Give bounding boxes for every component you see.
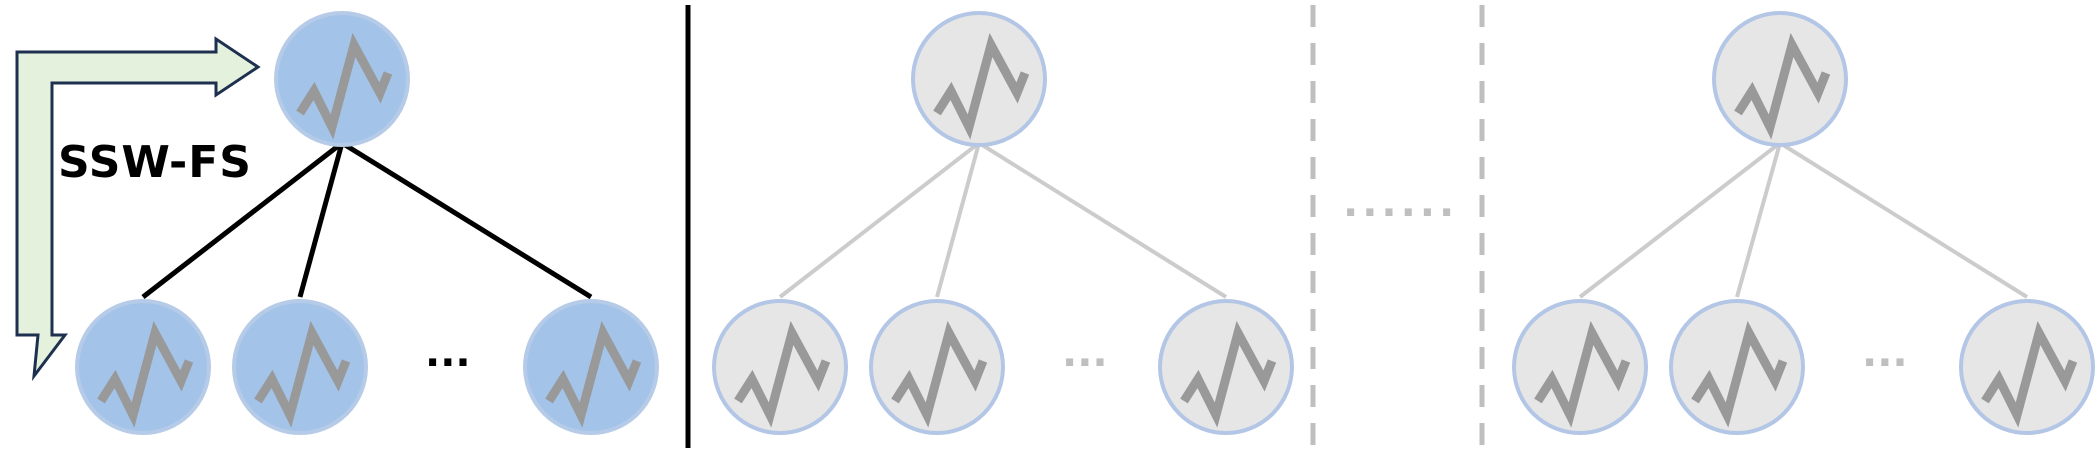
tree-edge [1778, 141, 2029, 299]
ellipsis-between-groups: ...... [1343, 180, 1459, 226]
tree-group-1 [75, 11, 659, 435]
tree-groups [75, 11, 2095, 435]
ellipsis-group-2: ... [1062, 330, 1108, 376]
child-node [1669, 299, 1805, 435]
ellipsis-group-3: ... [1862, 330, 1908, 376]
tree-edge [1735, 142, 1782, 298]
tree-edge [778, 141, 981, 299]
ellipsis-group-1: ... [425, 330, 471, 376]
root-node [911, 11, 1047, 147]
child-node [1158, 299, 1294, 435]
child-node [712, 299, 848, 435]
tree-edge [340, 140, 593, 300]
tree-group-3 [1512, 11, 2095, 435]
feedback-arrow [15, 36, 261, 382]
arrow-label: SSW-FS [58, 137, 252, 188]
tree-group-2 [712, 11, 1294, 435]
child-node [1959, 299, 2095, 435]
tree-edge [297, 142, 345, 298]
child-node [523, 299, 659, 435]
tree-edge [935, 142, 981, 298]
tree-edge [1578, 141, 1782, 299]
child-node [869, 299, 1005, 435]
tree-edge [977, 141, 1228, 299]
tree-edge [141, 141, 344, 299]
child-node [1512, 299, 1648, 435]
root-node [274, 11, 410, 147]
child-node [232, 299, 368, 435]
child-node [75, 299, 211, 435]
root-node [1712, 11, 1848, 147]
